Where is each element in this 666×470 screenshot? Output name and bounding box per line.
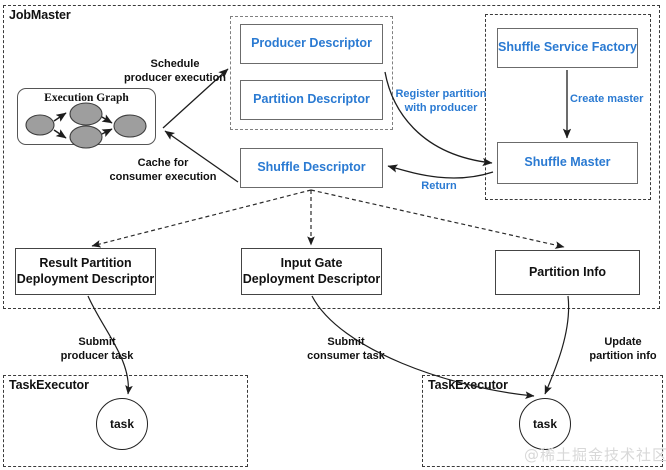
edge-label-schedule-producer: Schedule producer execution: [105, 58, 245, 86]
edge-label-register-partition-line1: Register partition: [395, 88, 487, 100]
edge-label-update-partition-line2: partition info: [589, 349, 657, 362]
edge-label-cache-consumer: Cache for consumer execution: [88, 157, 238, 185]
task-circle-right[interactable]: task: [519, 398, 571, 450]
container-taskexecutor-right: [422, 375, 663, 467]
node-input-gate-deployment-descriptor[interactable]: Input Gate Deployment Descriptor: [241, 248, 382, 295]
edge-label-create-master-line1: Create master: [570, 93, 644, 105]
edge-label-submit-producer-task: Submit producer task: [42, 336, 152, 364]
edge-label-update-partition-info: Update partition info: [573, 336, 666, 364]
edge-label-register-partition: Register partition with producer: [388, 88, 494, 116]
container-taskexecutor-left-label: TaskExecutor: [9, 378, 89, 392]
edge-label-submit-producer-line2: producer task: [60, 349, 134, 362]
edge-label-submit-consumer-line1: Submit: [327, 336, 365, 348]
edge-label-submit-producer-line1: Submit: [78, 336, 116, 348]
node-partition-descriptor[interactable]: Partition Descriptor: [240, 80, 383, 120]
edge-label-submit-consumer-task: Submit consumer task: [290, 336, 402, 364]
edge-label-register-partition-line2: with producer: [404, 101, 478, 114]
edge-label-update-partition-line1: Update: [604, 336, 642, 348]
edge-label-return: Return: [404, 180, 474, 194]
watermark: @稀土掘金技术社区: [524, 446, 666, 464]
node-partition-info[interactable]: Partition Info: [495, 250, 640, 295]
node-shuffle-descriptor[interactable]: Shuffle Descriptor: [240, 148, 383, 188]
node-shuffle-service-factory[interactable]: Shuffle Service Factory: [497, 28, 638, 68]
edge-label-create-master: Create master: [570, 93, 660, 107]
execution-graph-title: Execution Graph: [44, 92, 129, 104]
execution-graph-box: Execution Graph: [17, 88, 156, 145]
node-input-gate-line1: Input Gate: [280, 256, 343, 271]
node-result-partition-line1: Result Partition: [39, 256, 132, 271]
node-result-partition-line2: Deployment Descriptor: [16, 271, 155, 286]
node-producer-descriptor[interactable]: Producer Descriptor: [240, 24, 383, 64]
edge-label-submit-consumer-line2: consumer task: [307, 349, 385, 362]
edge-label-return-line1: Return: [421, 180, 457, 192]
container-jobmaster-label: JobMaster: [9, 8, 71, 22]
edge-label-schedule-producer-line1: Schedule: [150, 58, 200, 70]
node-shuffle-master[interactable]: Shuffle Master: [497, 142, 638, 184]
edge-label-schedule-producer-line2: producer execution: [123, 71, 227, 84]
edge-label-cache-consumer-line1: Cache for: [137, 157, 189, 169]
node-result-partition-deployment-descriptor[interactable]: Result Partition Deployment Descriptor: [15, 248, 156, 295]
container-taskexecutor-right-label: TaskExecutor: [428, 378, 508, 392]
node-input-gate-line2: Deployment Descriptor: [242, 271, 381, 286]
edge-label-cache-consumer-line2: consumer execution: [109, 170, 217, 183]
task-circle-left[interactable]: task: [96, 398, 148, 450]
